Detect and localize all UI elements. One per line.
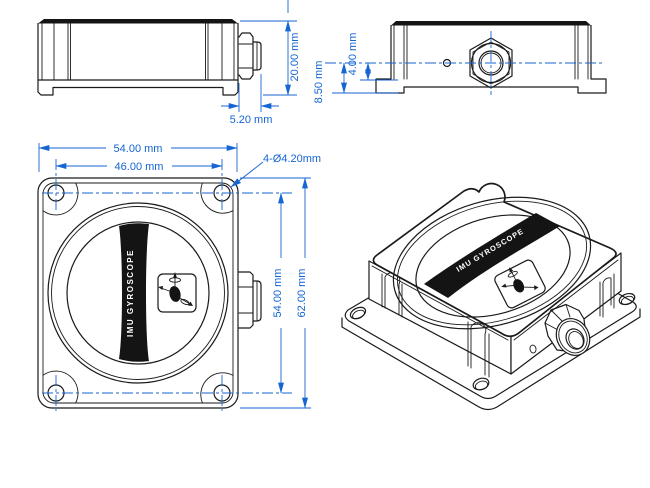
iso-bezel-outer [392,196,592,330]
rear-corner-lines [393,25,589,80]
axis-indicator-icon [494,259,546,309]
front-glass [66,221,210,365]
iso-indicator-hole [529,344,537,354]
rear-top-strip [391,21,591,26]
dim-20mm: 20.00 mm [240,0,301,96]
front-lid-inner-outline [42,182,234,404]
iso-glass [415,214,571,318]
hole-callout-label: 4-Ø4.20mm [263,153,321,165]
front-body-outline [37,177,239,409]
dim-46mm-label: 46.00 mm [115,161,164,173]
dim-46mm: 46.00 mm [55,159,223,173]
front-view: IMU GYROSCOPE 54.00 mm [37,141,321,411]
axis-indicator-icon [157,272,197,313]
iso-ear-holes [349,292,636,391]
dim-8-50mm: 8.50 mm [313,61,398,104]
dim-5-20mm: 5.20 mm [221,74,279,126]
dim-62mm-height: 62.00 mm [240,177,312,409]
front-band [119,223,149,362]
hole-callout: 4-Ø4.20mm [230,153,321,188]
iso-connector [544,303,591,356]
hole-centerlines [42,159,292,411]
dim-54mm-height-label: 54.00 mm [272,269,284,318]
dim-62mm-height-label: 62.00 mm [296,269,308,318]
iso-base-bottom [341,308,641,411]
dim-4mm: 4.00 mm [347,33,398,81]
front-bezel-outer [47,202,229,384]
side-corner-lines [41,23,235,81]
isometric-view: IMU GYROSCOPE [341,182,641,411]
rear-view: 8.50 mm 4.00 mm [313,21,607,104]
iso-band [424,213,560,298]
side-top-strip [38,19,238,24]
dim-4mm-label: 4.00 mm [347,33,359,76]
dim-54mm-height: 54.00 mm [272,192,288,394]
front-band-label: IMU GYROSCOPE [126,249,135,337]
dim-5-20mm-label: 5.20 mm [230,114,273,126]
dim-54mm-width: 54.00 mm [38,141,238,172]
side-body-outline [37,22,239,96]
side-view: 20.00 mm 5.20 mm [37,0,301,126]
iso-bezel-inner [396,200,588,326]
dim-20mm-label: 20.00 mm [289,33,301,82]
side-connector [238,32,262,80]
front-bezel-inner [51,206,225,380]
dim-54mm-width-label: 54.00 mm [114,143,163,155]
front-connector [238,271,262,329]
dim-8-50mm-label: 8.50 mm [313,61,325,104]
front-corner-scoops [42,182,234,404]
